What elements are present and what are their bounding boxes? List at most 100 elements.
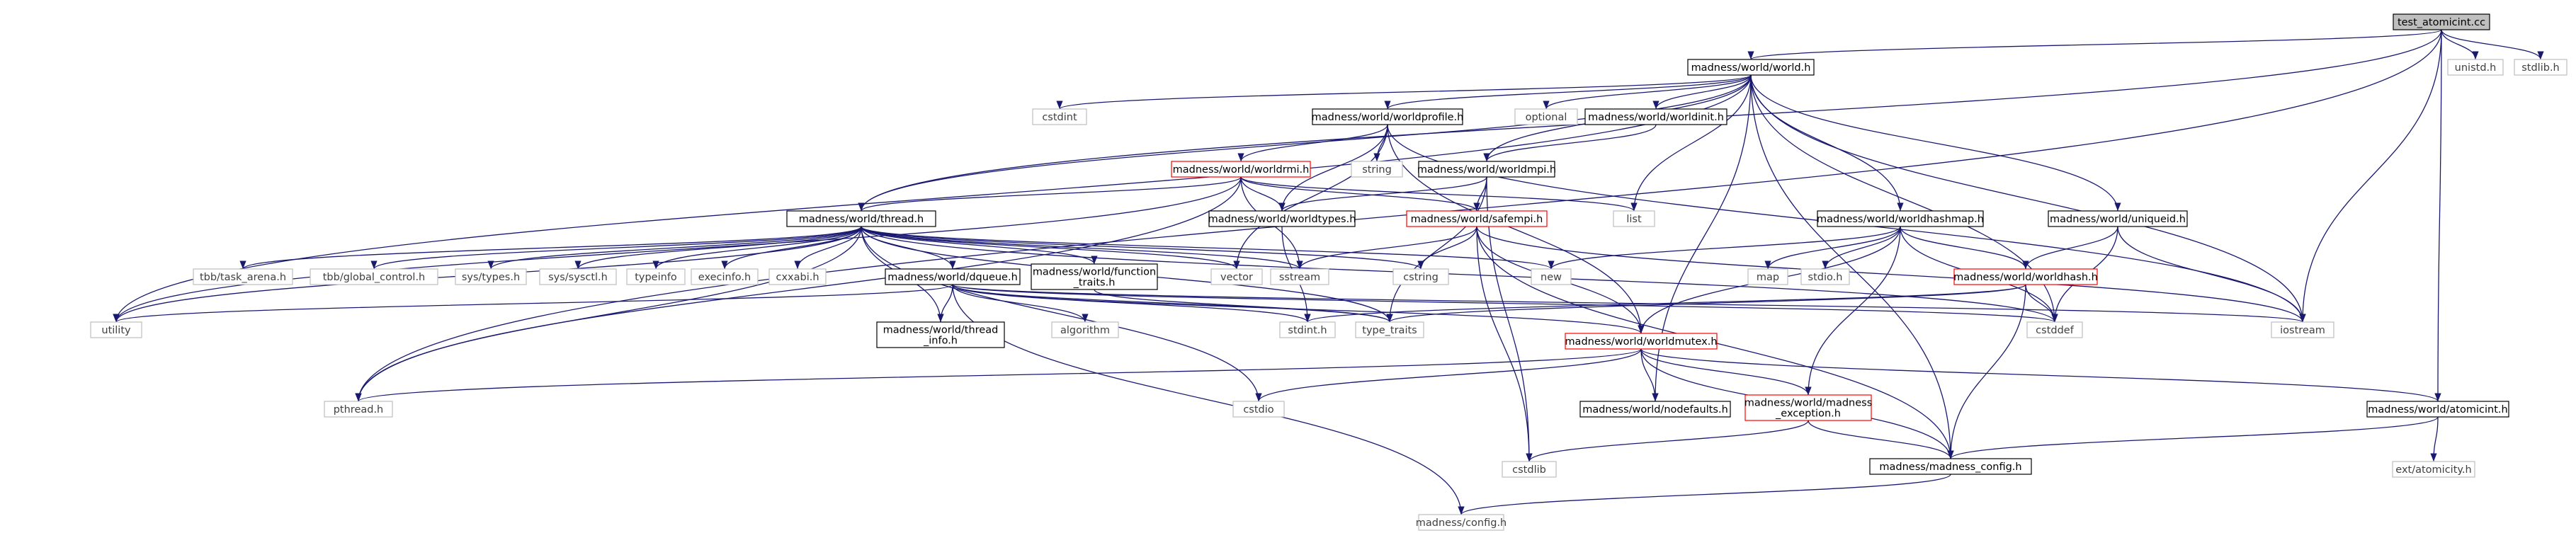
node-madness_exception[interactable]: madness/world/madness_exception.h (1744, 394, 1873, 421)
node-stdlib: stdlib.h (2514, 59, 2568, 76)
node-box-worldmutex (1565, 333, 1718, 350)
edge-dqueue-to-utility (113, 284, 953, 323)
node-worldtypes[interactable]: madness/world/worldtypes.h (1208, 210, 1356, 227)
node-thread[interactable]: madness/world/thread.h (786, 210, 936, 227)
node-label-execinfo: execinfo.h (698, 272, 751, 283)
edge-worldrmi-to-list (1240, 176, 1638, 212)
node-world_h[interactable]: madness/world/world.h (1687, 59, 1815, 76)
node-label-unistd: unistd.h (2455, 62, 2497, 74)
node-nodefaults[interactable]: madness/world/nodefaults.h (1579, 401, 1731, 418)
node-madness_config[interactable]: madness/madness_config.h (1869, 458, 2032, 475)
edge-worldmutex-to-atomicint (1640, 348, 2441, 402)
node-label-thread_info: madness/world/thread (883, 325, 999, 336)
edge-root-to-unistd (2441, 29, 2479, 60)
nodes-layer: test_atomicint.cc madness/world/world.h un… (90, 13, 2568, 531)
node-worldmutex[interactable]: madness/world/worldmutex.h (1565, 333, 1718, 350)
node-label-string: string (1362, 164, 1392, 176)
edge-madness_exception-to-madness_config (1808, 420, 1954, 459)
node-sys_types: sys/types.h (455, 268, 527, 285)
node-worldhashmap[interactable]: madness/world/worldhashmap.h (1817, 210, 1984, 227)
edge-root-to-atomicint (2434, 29, 2442, 402)
node-label-worldhash: madness/world/worldhash.h (1953, 272, 2098, 283)
node-label-tbb_task_arena: tbb/task_arena.h (200, 272, 286, 283)
node-box-worldmpi (1418, 161, 1555, 178)
node-worldrmi[interactable]: madness/world/worldrmi.h (1171, 161, 1311, 178)
node-label-sys_types: sys/types.h (462, 272, 520, 283)
edge-world_h-to-uniqueid (1750, 74, 2121, 212)
node-string: string (1351, 161, 1403, 178)
node-box-worldrmi (1171, 161, 1311, 178)
edge-thread-to-pthread (355, 226, 862, 402)
edge-thread-to-sstream (861, 226, 1303, 270)
node-box-safempi (1406, 210, 1548, 227)
node-label-uniqueid: madness/world/uniqueid.h (2050, 214, 2186, 225)
node-box-unistd (2447, 59, 2504, 76)
edge-safempi-to-cstring (1417, 226, 1477, 270)
node-label-function_traits: madness/world/function (1033, 267, 1156, 278)
edge-madness_exception-to-cstdlib (1526, 420, 1809, 462)
node-uniqueid[interactable]: madness/world/uniqueid.h (2048, 210, 2188, 227)
node-label-stdio: stdio.h (1808, 272, 1843, 283)
node-label-nodefaults: madness/world/nodefaults.h (1582, 404, 1728, 415)
edge-dqueue-to-thread_info (937, 284, 953, 323)
node-label-stdint: stdint.h (1288, 325, 1327, 336)
node-label-type_traits: type_traits (1362, 325, 1417, 336)
node-cstdint: cstdint (1032, 108, 1087, 125)
node-box-worldhash (1953, 268, 2098, 285)
node-dqueue[interactable]: madness/world/dqueue.h (885, 268, 1021, 285)
node-label-dqueue: madness/world/dqueue.h (887, 272, 1018, 283)
node-box-algorithm (1051, 321, 1119, 338)
node-box-dqueue (885, 268, 1021, 285)
node-thread_info[interactable]: madness/world/thread_info.h (876, 321, 1005, 348)
edge-safempi-to-iostream (1476, 226, 2306, 323)
node-box-function_traits (1031, 263, 1158, 290)
node-box-cstdlib (1502, 461, 1557, 478)
node-box-nodefaults (1579, 401, 1731, 418)
node-label-madness_exception: madness/world/madness (1744, 398, 1873, 409)
node-box-madness_exception (1744, 394, 1872, 421)
node-label-worldmutex: madness/world/worldmutex.h (1565, 336, 1717, 348)
node-label-sstream: sstream (1279, 272, 1320, 283)
node-label-iostream: iostream (2280, 325, 2325, 336)
node-label-tbb_global: tbb/global_control.h (323, 272, 426, 283)
edge-thread-to-vector (861, 226, 1240, 270)
node-sstream: sstream (1270, 268, 1329, 285)
edge-thread-to-cstring (861, 226, 1424, 270)
edge-worldhashmap-to-map (1764, 226, 1901, 270)
node-box-thread (786, 210, 936, 227)
node-label-new: new (1541, 272, 1562, 283)
edge-thread-to-tbb_global (370, 226, 862, 270)
node-worldinit[interactable]: madness/world/worldinit.h (1584, 108, 1727, 125)
node-safempi[interactable]: madness/world/safempi.h (1406, 210, 1548, 227)
edge-function_traits-to-type_traits (1094, 289, 1393, 323)
node-worldmpi[interactable]: madness/world/worldmpi.h (1417, 161, 1556, 178)
edge-world_h-to-list (1630, 74, 1752, 212)
node-execinfo: execinfo.h (691, 268, 759, 285)
edge-uniqueid-to-worldhash (2022, 226, 2118, 270)
node-box-cstdint (1032, 108, 1087, 125)
node-box-sstream (1270, 268, 1329, 285)
node-box-cstddef (2026, 321, 2083, 338)
node-stdint: stdint.h (1279, 321, 1336, 338)
node-atomicint[interactable]: madness/world/atomicint.h (2366, 401, 2509, 418)
node-label-worldprofile: madness/world/worldprofile.h (1312, 112, 1464, 123)
edge-worldmutex-to-pthread (355, 348, 1642, 402)
node-label-typeinfo: typeinfo (635, 272, 677, 283)
node-box-cxxabi (768, 268, 827, 285)
node-worldprofile[interactable]: madness/world/worldprofile.h (1312, 108, 1464, 125)
edge-root-to-stdlib (2441, 29, 2544, 60)
node-box-world_h (1687, 59, 1815, 76)
node-root[interactable]: test_atomicint.cc (2393, 13, 2490, 30)
node-box-madness_config (1869, 458, 2032, 475)
node-function_traits[interactable]: madness/world/function_traits.h (1031, 263, 1158, 290)
node-list: list (1613, 210, 1655, 227)
node-box-worldtypes (1208, 210, 1356, 227)
node-box-worldinit (1584, 108, 1727, 125)
edge-world_h-to-madness_config (1750, 74, 1954, 459)
node-label-cstring: cstring (1403, 272, 1439, 283)
node-worldhash[interactable]: madness/world/worldhash.h (1953, 268, 2098, 285)
node-label-pthread: pthread.h (334, 404, 384, 415)
node-label-worldinit: madness/world/worldinit.h (1588, 112, 1724, 123)
edge-uniqueid-to-iostream (2117, 226, 2306, 323)
